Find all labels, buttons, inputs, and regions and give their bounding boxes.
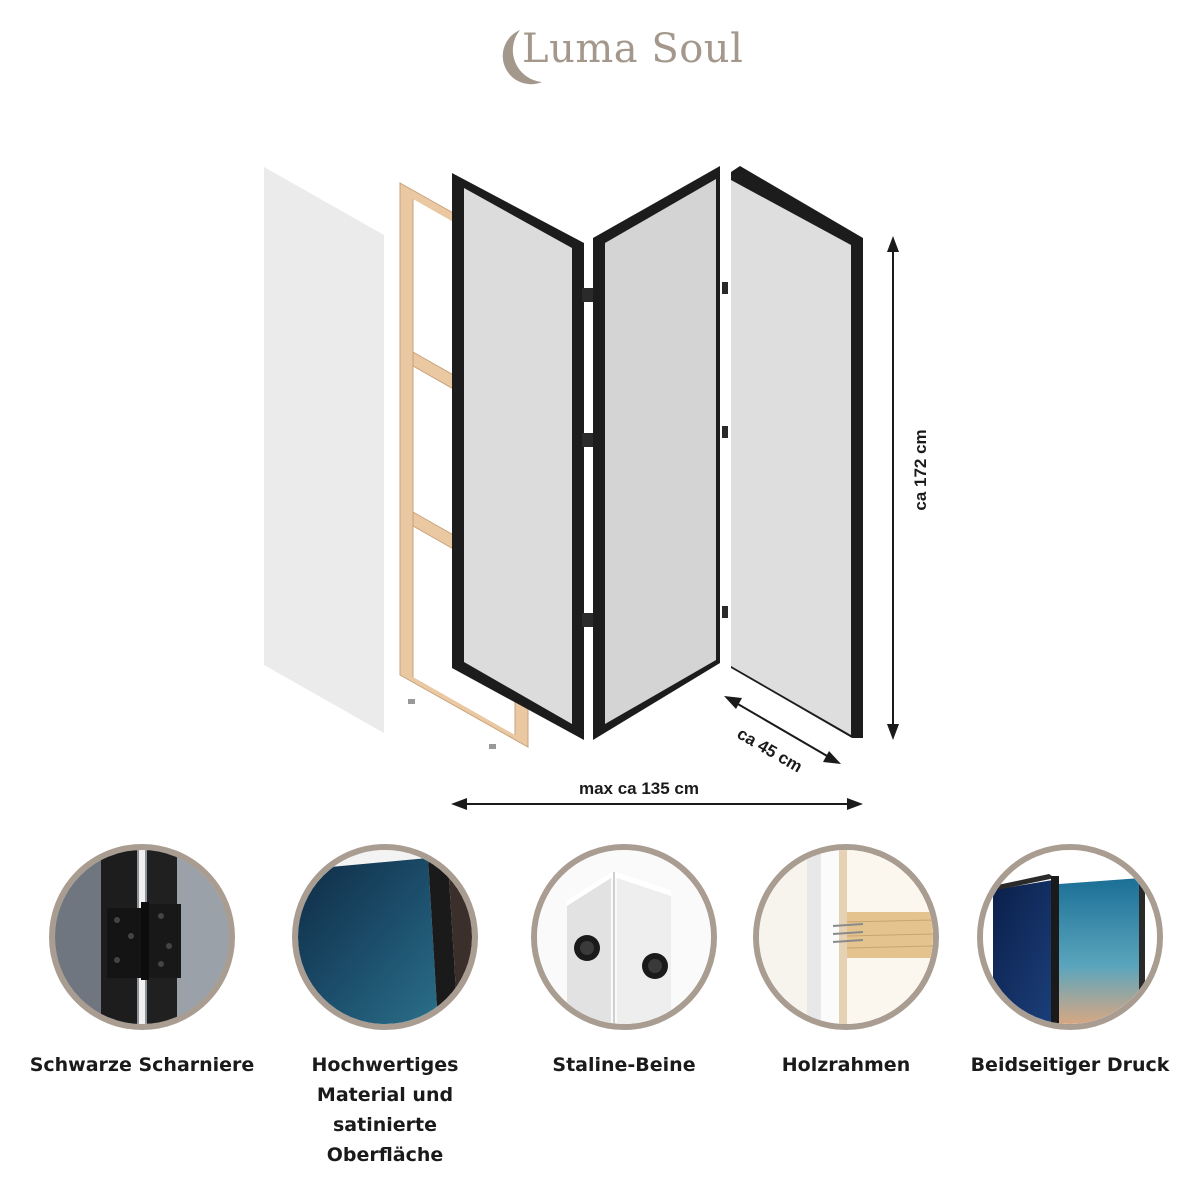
panel-middle bbox=[593, 166, 720, 740]
brand-logo bbox=[488, 22, 718, 92]
height-arrow bbox=[887, 236, 899, 740]
feature-wood-frame: Holzrahmen bbox=[726, 844, 966, 1080]
feature-print: Beidseitiger Druck bbox=[950, 844, 1190, 1080]
feature-label-material: Hochwertiges Material und satinierte Obe… bbox=[311, 1054, 459, 1166]
width-arrow bbox=[451, 798, 863, 810]
hinges-right bbox=[722, 282, 728, 618]
depth-arrow bbox=[724, 696, 841, 764]
feature-feet: Staline-Beine bbox=[504, 844, 744, 1080]
room-divider-diagram: ca 172 cm ca 45 cm max ca 135 cm bbox=[264, 166, 930, 810]
feature-list: Schwarze Scharniere Hochwertiges Materia… bbox=[0, 840, 1200, 1200]
print-icon bbox=[977, 844, 1163, 1030]
feature-label-feet: Staline-Beine bbox=[552, 1054, 696, 1076]
wood-frame-icon bbox=[753, 844, 939, 1030]
canvas-sheet bbox=[264, 167, 384, 733]
material-icon bbox=[292, 844, 478, 1030]
hinge-icon bbox=[49, 844, 235, 1030]
width-label: max ca 135 cm bbox=[579, 779, 699, 798]
brand-name: Luma Soul bbox=[522, 26, 744, 72]
feature-hinges: Schwarze Scharniere bbox=[22, 844, 262, 1080]
feature-label-wood-frame: Holzrahmen bbox=[781, 1054, 911, 1076]
depth-label: ca 45 cm bbox=[734, 724, 806, 776]
panel-left bbox=[452, 173, 584, 740]
feature-label-hinges: Schwarze Scharniere bbox=[29, 1054, 255, 1076]
panel-right bbox=[731, 166, 863, 738]
height-label: ca 172 cm bbox=[911, 429, 930, 510]
feature-material: Hochwertiges Material und satinierte Obe… bbox=[265, 844, 505, 1170]
crescent-moon-icon bbox=[502, 30, 542, 85]
feet-icon bbox=[531, 844, 717, 1030]
feature-label-print: Beidseitiger Druck bbox=[970, 1054, 1170, 1076]
